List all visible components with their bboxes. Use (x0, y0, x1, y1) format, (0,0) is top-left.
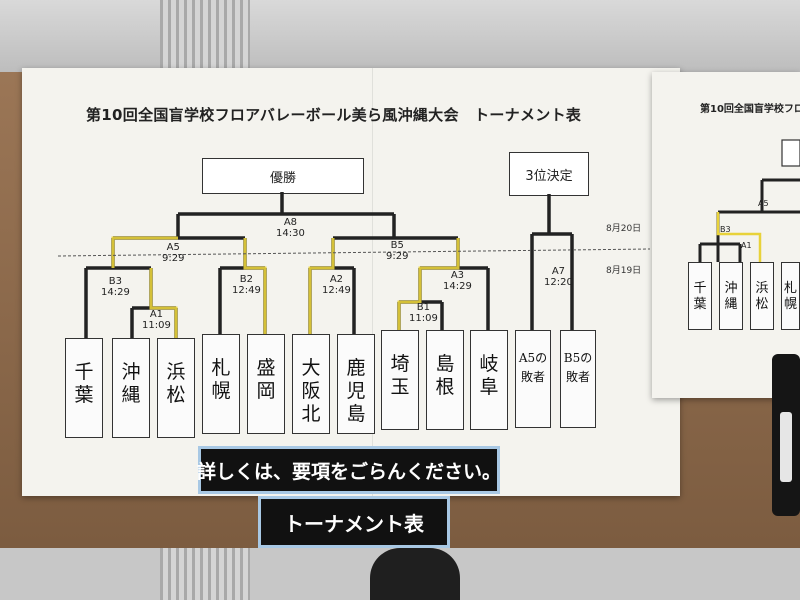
notice-banner: 詳しくは、要項をごらんください。 (197, 446, 501, 494)
floor-background (0, 0, 800, 72)
team-card: 沖縄 (112, 338, 150, 438)
third-place-box: 3位決定 (509, 152, 589, 196)
team-card: 鹿児島 (337, 334, 375, 434)
tournament-banner: トーナメント表 (258, 496, 450, 548)
team-card: 大阪北 (292, 334, 330, 434)
team-card: 浜松 (157, 338, 195, 438)
date-day1: 8月19日 (606, 266, 642, 276)
second-match-B3: B3 (720, 225, 731, 234)
shoe (370, 548, 460, 600)
team-card: 島根 (426, 330, 464, 430)
sheet-fold (372, 68, 373, 496)
second-team-card: 千葉 (688, 262, 712, 330)
team-card: 岐阜 (470, 330, 508, 430)
second-team-card: 沖縄 (719, 262, 743, 330)
team-card: 札幌 (202, 334, 240, 434)
second-match-A5: A5 (758, 199, 769, 208)
champion-box: 優勝 (202, 158, 364, 194)
pillar (160, 0, 250, 72)
third-place-slot: B5の敗者 (560, 330, 596, 428)
second-sheet-title: 第10回全国盲学校フロ (700, 104, 800, 115)
second-match-A1: A1 (741, 241, 752, 250)
second-team-card: 浜松 (750, 262, 774, 330)
team-card: 千葉 (65, 338, 103, 438)
tournament-title: 第10回全国盲学校フロアバレーボール美ら風沖縄大会 トーナメント表 (86, 106, 582, 124)
date-day2: 8月20日 (606, 224, 642, 234)
team-card: 盛岡 (247, 334, 285, 434)
team-card: 埼玉 (381, 330, 419, 430)
second-team-card: 札幌 (781, 262, 800, 330)
marker-label (780, 412, 792, 482)
pillar-lower (160, 548, 250, 600)
third-place-slot: A5の敗者 (515, 330, 551, 428)
